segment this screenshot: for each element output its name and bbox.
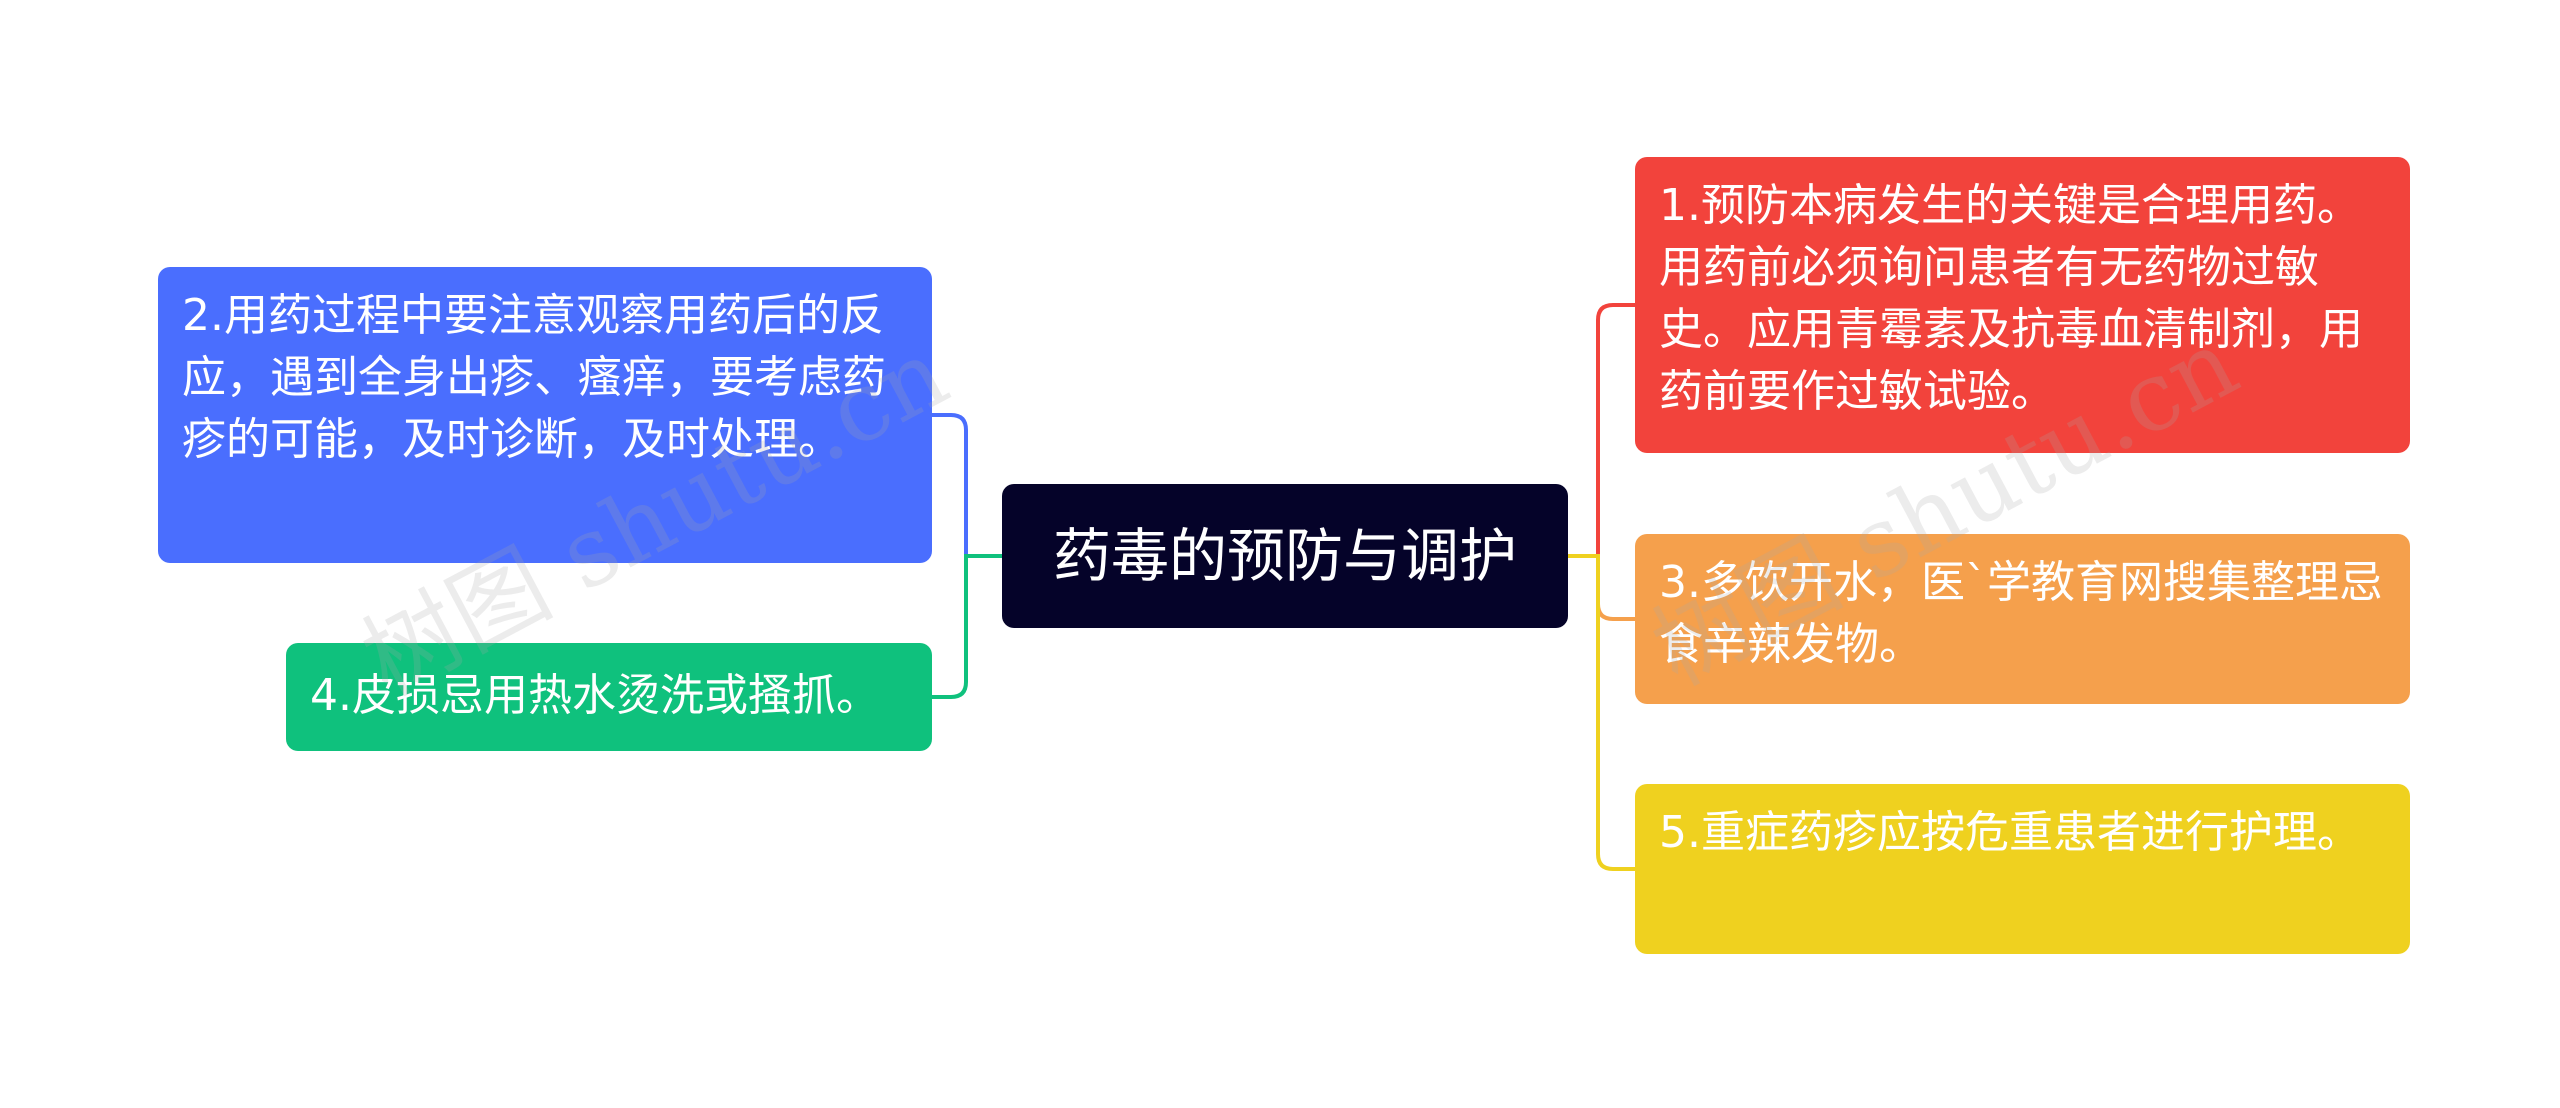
connector-center-to-node-3 (1568, 554, 1635, 621)
topic-node-4[interactable]: 4.皮损忌用热水烫洗或搔抓。 (286, 643, 932, 751)
topic-node-2-label: 2.用药过程中要注意观察用药后的反应，遇到全身出疹、瘙痒，要考虑药疹的可能，及时… (182, 290, 886, 465)
topic-node-3[interactable]: 3.多饮开水，医`学教育网搜集整理忌食辛辣发物。 (1635, 534, 2410, 704)
connector-center-to-node-4 (932, 554, 1002, 699)
central-topic[interactable]: 药毒的预防与调护 (1002, 484, 1568, 628)
connector-center-to-node-2 (932, 413, 1002, 558)
topic-node-5-label: 5.重症药疹应按危重患者进行护理。 (1659, 807, 2361, 858)
topic-node-1-label: 1.预防本病发生的关键是合理用药。用药前必须询问患者有无药物过敏史。应用青霉素及… (1659, 180, 2363, 417)
topic-node-3-label: 3.多饮开水，医`学教育网搜集整理忌食辛辣发物。 (1659, 557, 2383, 670)
topic-node-2[interactable]: 2.用药过程中要注意观察用药后的反应，遇到全身出疹、瘙痒，要考虑药疹的可能，及时… (158, 267, 932, 563)
connector-center-to-node-1 (1568, 303, 1635, 558)
topic-node-4-label: 4.皮损忌用热水烫洗或搔抓。 (310, 670, 880, 721)
topic-node-5[interactable]: 5.重症药疹应按危重患者进行护理。 (1635, 784, 2410, 954)
central-topic-label: 药毒的预防与调护 (1052, 522, 1517, 590)
topic-node-1[interactable]: 1.预防本病发生的关键是合理用药。用药前必须询问患者有无药物过敏史。应用青霉素及… (1635, 157, 2410, 453)
connector-center-to-node-5 (1568, 554, 1635, 871)
